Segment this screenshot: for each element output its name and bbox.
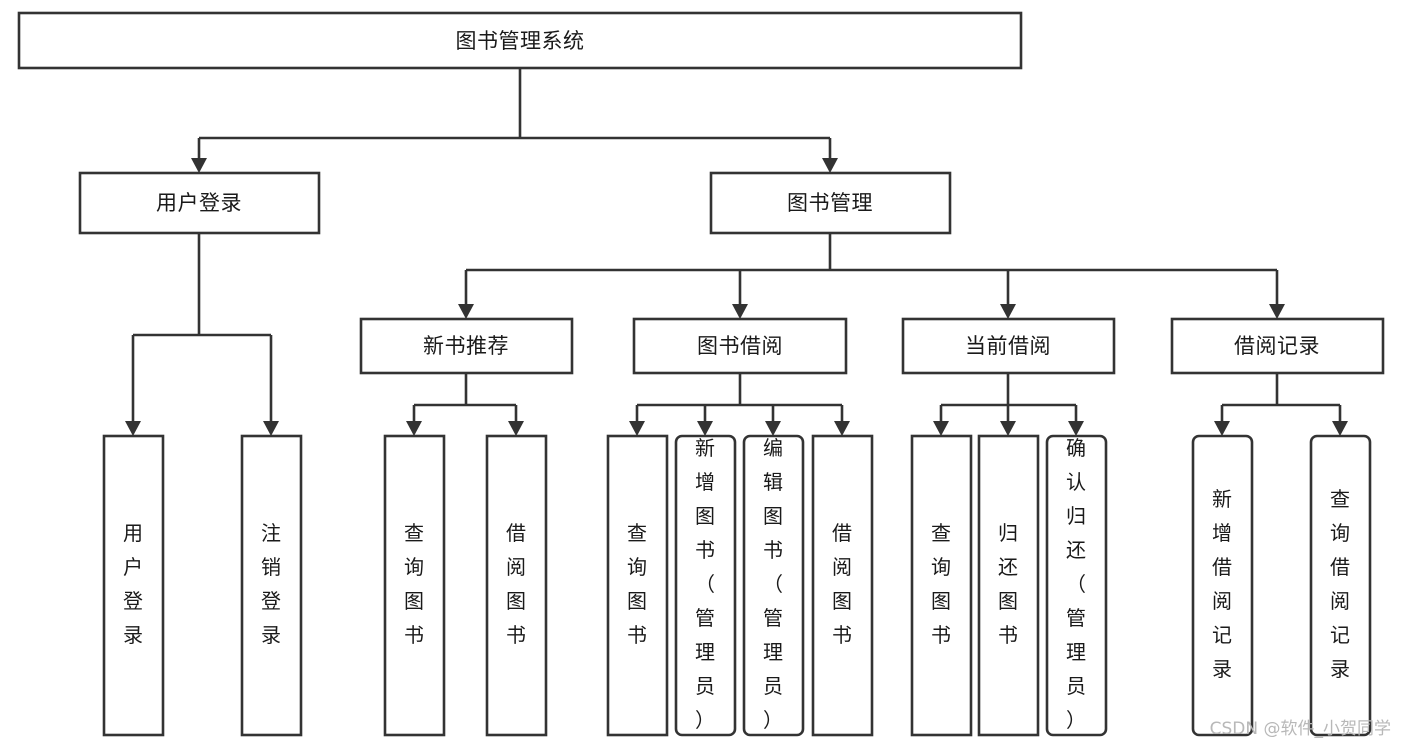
arrowhead-leaf-logout-login	[263, 421, 279, 436]
node-new-book-recommend-box[interactable]	[359, 317, 574, 375]
arrowhead-leaf-query-book-1	[406, 421, 422, 436]
node-leaf-user-login-box[interactable]	[102, 434, 165, 737]
node-leaf-query-book-2[interactable]: 查询图书	[606, 434, 669, 737]
connectors-book-borrow-leaves	[629, 373, 850, 436]
connectors-user-login-leaves	[125, 233, 279, 436]
node-leaf-user-login-label: 用户登录	[123, 521, 143, 647]
node-leaf-confirm-return-label: 确认归还（管理员）	[1066, 436, 1086, 732]
node-leaf-user-login[interactable]: 用户登录	[102, 434, 165, 737]
node-leaf-edit-book-box[interactable]	[742, 434, 805, 737]
node-leaf-add-record[interactable]: 新增借阅记录	[1191, 434, 1254, 737]
node-user-login[interactable]: 用户登录	[78, 171, 321, 235]
node-leaf-logout-login[interactable]: 注销登录	[240, 434, 303, 737]
node-leaf-query-book-3-label: 查询图书	[931, 521, 951, 647]
node-leaf-borrow-book-1-box[interactable]	[485, 434, 548, 737]
node-leaf-query-record-box[interactable]	[1309, 434, 1372, 737]
connectors-current-borrow-leaves	[933, 373, 1084, 436]
arrowhead-leaf-borrow-book-2	[834, 421, 850, 436]
node-leaf-add-book[interactable]: 新增图书（管理员）	[674, 434, 737, 737]
node-leaf-query-book-2-box[interactable]	[606, 434, 669, 737]
arrowhead-book-borrow	[732, 304, 748, 319]
node-borrow-record[interactable]: 借阅记录	[1170, 317, 1385, 375]
arrowhead-borrow-record	[1269, 304, 1285, 319]
node-leaf-borrow-book-2-box[interactable]	[811, 434, 874, 737]
node-book-borrow[interactable]: 图书借阅	[632, 317, 848, 375]
arrowhead-leaf-add-book	[697, 421, 713, 436]
node-user-login-box[interactable]	[78, 171, 321, 235]
node-current-borrow[interactable]: 当前借阅	[901, 317, 1116, 375]
node-book-borrow-box[interactable]	[632, 317, 848, 375]
node-leaf-edit-book-label: 编辑图书（管理员）	[763, 436, 783, 732]
node-leaf-add-record-box[interactable]	[1191, 434, 1254, 737]
arrowhead-leaf-query-record	[1332, 421, 1348, 436]
node-leaf-borrow-book-1-label: 借阅图书	[506, 521, 526, 647]
arrowhead-leaf-user-login	[125, 421, 141, 436]
arrowhead-book-management	[822, 158, 838, 173]
node-book-management-box[interactable]	[709, 171, 952, 235]
node-leaf-query-record-label: 查询借阅记录	[1330, 487, 1350, 681]
node-leaf-query-book-1[interactable]: 查询图书	[383, 434, 446, 737]
node-leaf-logout-login-label: 注销登录	[261, 521, 281, 647]
node-leaf-borrow-book-1[interactable]: 借阅图书	[485, 434, 548, 737]
node-leaf-confirm-return[interactable]: 确认归还（管理员）	[1045, 434, 1108, 737]
node-leaf-borrow-book-2[interactable]: 借阅图书	[811, 434, 874, 737]
node-leaf-confirm-return-box[interactable]	[1045, 434, 1108, 737]
connectors-new-book-recommend-leaves	[406, 373, 524, 436]
node-leaf-query-record[interactable]: 查询借阅记录	[1309, 434, 1372, 737]
node-borrow-record-box[interactable]	[1170, 317, 1385, 375]
arrowhead-leaf-query-book-2	[629, 421, 645, 436]
arrowhead-user-login	[191, 158, 207, 173]
node-leaf-add-record-label: 新增借阅记录	[1212, 487, 1232, 681]
arrowhead-current-borrow	[1000, 304, 1016, 319]
node-root-box[interactable]	[17, 11, 1023, 70]
node-leaf-add-book-label: 新增图书（管理员）	[695, 436, 715, 732]
node-leaf-query-book-3-box[interactable]	[910, 434, 973, 737]
arrowhead-leaf-add-record	[1214, 421, 1230, 436]
node-new-book-recommend-label: 新书推荐	[423, 334, 509, 358]
connectors-book-management-level3	[458, 233, 1285, 319]
node-root-label: 图书管理系统	[456, 29, 585, 53]
arrowhead-new-book-recommend	[458, 304, 474, 319]
node-book-management-label: 图书管理	[787, 191, 873, 215]
node-current-borrow-label: 当前借阅	[965, 334, 1051, 358]
node-root[interactable]: 图书管理系统	[17, 11, 1023, 70]
node-current-borrow-box[interactable]	[901, 317, 1116, 375]
arrowhead-leaf-query-book-3	[933, 421, 949, 436]
arrowhead-leaf-edit-book	[765, 421, 781, 436]
node-leaf-query-book-1-box[interactable]	[383, 434, 446, 737]
connectors-root-level2	[191, 68, 838, 173]
node-borrow-record-label: 借阅记录	[1234, 334, 1320, 358]
node-leaf-query-book-2-label: 查询图书	[627, 521, 647, 647]
node-leaf-return-book[interactable]: 归还图书	[977, 434, 1040, 737]
arrowhead-leaf-return-book	[1000, 421, 1016, 436]
node-book-management[interactable]: 图书管理	[709, 171, 952, 235]
connectors-borrow-record-leaves	[1214, 373, 1348, 436]
node-new-book-recommend[interactable]: 新书推荐	[359, 317, 574, 375]
node-leaf-return-book-label: 归还图书	[998, 521, 1018, 647]
csdn-watermark: CSDN @软件_小贺同学	[1209, 719, 1391, 739]
arrowhead-leaf-borrow-book-1	[508, 421, 524, 436]
node-leaf-logout-login-box[interactable]	[240, 434, 303, 737]
node-leaf-query-book-1-label: 查询图书	[404, 521, 424, 647]
node-leaf-return-book-box[interactable]	[977, 434, 1040, 737]
node-leaf-query-book-3[interactable]: 查询图书	[910, 434, 973, 737]
node-user-login-label: 用户登录	[156, 191, 242, 215]
node-book-borrow-label: 图书借阅	[697, 334, 783, 358]
arrowhead-leaf-confirm-return	[1068, 421, 1084, 436]
node-leaf-borrow-book-2-label: 借阅图书	[832, 521, 852, 647]
node-leaf-edit-book[interactable]: 编辑图书（管理员）	[742, 434, 805, 737]
node-leaf-add-book-box[interactable]	[674, 434, 737, 737]
